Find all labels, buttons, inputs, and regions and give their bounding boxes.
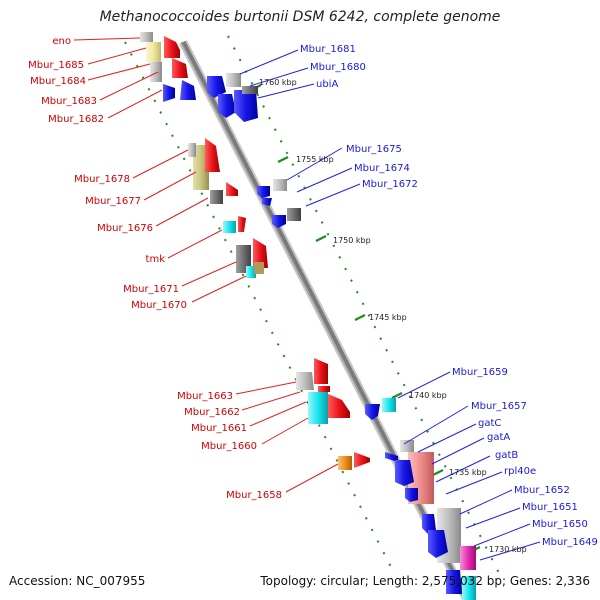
gene-label: Mbur_1678 xyxy=(74,174,130,185)
gene-mbur-1677 xyxy=(205,138,220,172)
accession-text: Accession: NC_007955 xyxy=(9,574,146,588)
gene-label: Mbur_1671 xyxy=(123,284,179,295)
gene-label: gatB xyxy=(495,450,518,461)
gene-label: Mbur_1657 xyxy=(471,401,527,412)
ruler-label: 1750 kbp xyxy=(333,236,371,245)
gene-eno xyxy=(140,32,153,42)
gene-label: tmk xyxy=(146,254,166,265)
gene-label: Mbur_1684 xyxy=(30,76,86,87)
gene-mbur-1649 xyxy=(460,546,476,570)
gene-label: Mbur_1662 xyxy=(184,407,240,418)
gene-mbur-1662 xyxy=(308,392,328,424)
gene-mbur-1672 xyxy=(287,208,301,221)
gene-label: rpl40e xyxy=(504,466,536,477)
gene-label: Mbur_1672 xyxy=(362,179,418,190)
ruler-label: 1745 kbp xyxy=(369,313,407,322)
gene-mbur-1657 xyxy=(385,452,398,462)
gene-label: Mbur_1685 xyxy=(28,60,84,71)
gene-label: Mbur_1674 xyxy=(354,163,410,174)
gene-label: Mbur_1659 xyxy=(452,367,508,378)
ruler-label: 1730 kbp xyxy=(489,545,527,554)
gene-label: Mbur_1682 xyxy=(48,114,104,125)
gene-ubiA xyxy=(218,94,236,118)
gene-label: Mbur_1661 xyxy=(191,423,247,434)
gene-mbur-1682 xyxy=(180,80,196,100)
gene-label: Mbur_1680 xyxy=(310,62,366,73)
gene-label: Mbur_1676 xyxy=(97,223,153,234)
gene-mbur-1676 xyxy=(223,221,236,233)
gene-rpl40e xyxy=(405,488,418,502)
gene-mbur-1661 xyxy=(328,394,350,418)
gene-label: Mbur_1652 xyxy=(514,485,570,496)
gene-label: Mbur_1670 xyxy=(131,300,187,311)
gene-mbur-1674 xyxy=(262,198,272,206)
gene-label: Mbur_1658 xyxy=(226,490,282,501)
gene-label: Mbur_1660 xyxy=(201,441,257,452)
gene-mbur-1651 xyxy=(422,514,436,534)
gene-label: Mbur_1675 xyxy=(346,144,402,155)
gene-label: gatC xyxy=(478,418,501,429)
gene-label: Mbur_1651 xyxy=(522,502,578,513)
gene-mbur-1685 xyxy=(164,36,180,58)
backbone xyxy=(178,39,472,600)
leader-lines-right xyxy=(239,49,541,561)
gene-label: Mbur_1650 xyxy=(532,519,588,530)
gene-label: Mbur_1683 xyxy=(41,96,97,107)
ruler-label: 1740 kbp xyxy=(409,391,447,400)
gene-gatB xyxy=(395,460,414,486)
gene-label: ubiA xyxy=(316,79,338,90)
gene-mbur-1671 xyxy=(253,238,268,268)
ruler-label: 1735 kbp xyxy=(449,468,487,477)
gene-mbur-1675 xyxy=(273,179,287,191)
gene-mbur-1681 xyxy=(226,73,241,87)
gene-mbur-1683 xyxy=(172,58,188,78)
genome-stats-text: Topology: circular; Length: 2,575,032 bp… xyxy=(260,574,590,588)
gene-gatC xyxy=(400,440,414,452)
gene-label: gatA xyxy=(487,432,510,443)
gene-mbur-1650 xyxy=(428,530,448,558)
gene-label: eno xyxy=(52,36,71,47)
leader-lines-left xyxy=(73,37,339,493)
gene-mbur-1658 xyxy=(338,456,352,470)
gene-label: Mbur_1649 xyxy=(542,537,598,548)
gene-label: Mbur_1681 xyxy=(300,44,356,55)
genes-right xyxy=(207,73,476,600)
ruler-labels: 1760 kbp 1755 kbp 1750 kbp 1745 kbp 1740… xyxy=(259,78,527,554)
ruler-label: 1755 kbp xyxy=(296,155,334,164)
gene-labels-left: eno Mbur_1685 Mbur_1684 Mbur_1683 Mbur_1… xyxy=(28,36,282,501)
gene-label: Mbur_1663 xyxy=(177,391,233,402)
ruler-ticks xyxy=(250,84,481,553)
gene-label: Mbur_1677 xyxy=(85,196,141,207)
gene-mbur-1663 xyxy=(296,372,314,390)
ruler-label: 1760 kbp xyxy=(259,78,297,87)
genes-left xyxy=(140,32,370,470)
gene-mbur-1659 xyxy=(382,398,396,412)
gene-mbur-1684 xyxy=(146,42,161,62)
map-title: Methanococcoides burtonii DSM 6242, comp… xyxy=(99,9,501,25)
gene-labels-right: Mbur_1681 Mbur_1680 ubiA Mbur_1675 Mbur_… xyxy=(300,44,598,548)
